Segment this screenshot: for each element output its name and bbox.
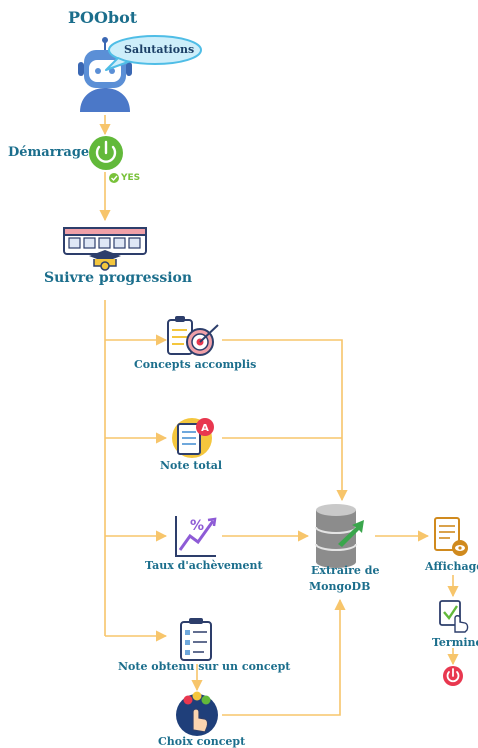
speech-bubble-icon <box>105 35 202 71</box>
choice-label: Choix concept <box>158 735 246 748</box>
bot-title: POObot <box>68 8 138 27</box>
done-label: Terminé <box>432 636 478 649</box>
start-label: Démarrage <box>8 145 90 160</box>
db-label-line2: MongoDB <box>309 580 371 593</box>
progress-label: Suivre progression <box>44 270 193 286</box>
power-icon <box>89 136 123 170</box>
stop-icon <box>443 666 463 686</box>
yes-label: YES <box>121 173 141 183</box>
svg-text:%: % <box>190 518 204 534</box>
target-icon <box>167 316 219 356</box>
arrow-choice-to-db <box>222 598 346 716</box>
display-label: Affichage <box>425 560 478 573</box>
progress-board-icon <box>63 227 147 271</box>
per-concept-label: Note obtenu sur un concept <box>118 660 291 673</box>
display-doc-icon <box>434 517 468 556</box>
grade-icon: A <box>172 418 214 458</box>
arrow-concepts-to-db <box>222 339 348 502</box>
check-icon <box>109 173 119 183</box>
bubble-text: Salutations <box>124 43 195 56</box>
total-label: Note total <box>160 459 223 472</box>
connectors <box>99 115 459 716</box>
svg-text:A: A <box>201 423 209 434</box>
database-icon <box>315 504 364 568</box>
growth-chart-icon: % <box>175 516 217 557</box>
concepts-label: Concepts accomplis <box>134 358 257 371</box>
db-label-line1: Extraire de <box>311 564 380 577</box>
approved-doc-icon <box>439 600 469 633</box>
checklist-icon <box>180 618 212 661</box>
rate-label: Taux d'achèvement <box>145 559 263 572</box>
touch-choice-icon <box>176 691 218 736</box>
